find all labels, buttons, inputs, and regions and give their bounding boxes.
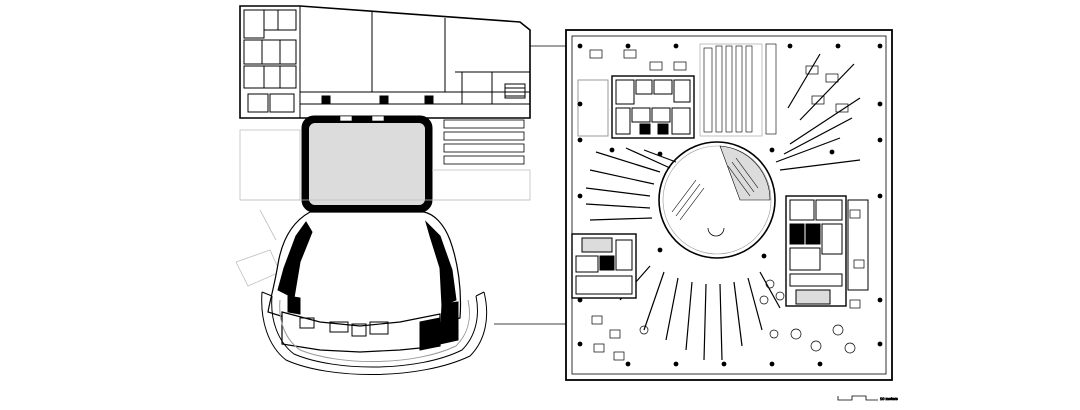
- left-floor-plan: [235, 5, 531, 375]
- auditorium-hall: [267, 211, 462, 353]
- stage-box: [301, 115, 433, 213]
- reading-tables: [589, 49, 865, 361]
- right-core: [785, 195, 869, 307]
- scale-bar-label: 10 meters: [880, 396, 898, 401]
- connector-lines: [494, 45, 566, 325]
- curved-lobby: [261, 291, 488, 375]
- left-core: [571, 233, 637, 299]
- right-floor-plan: [565, 29, 893, 381]
- forecourt-outline: [235, 129, 531, 287]
- radial-shelves: [585, 53, 861, 361]
- structural-columns: [577, 43, 883, 367]
- side-stairs: [443, 119, 525, 165]
- upper-core: [577, 75, 695, 139]
- office-block: [239, 5, 531, 119]
- outer-wall: [565, 29, 893, 381]
- central-rotunda: [658, 141, 776, 259]
- scale-bar: 10 meters: [837, 395, 898, 401]
- book-stacks-top: [699, 43, 777, 137]
